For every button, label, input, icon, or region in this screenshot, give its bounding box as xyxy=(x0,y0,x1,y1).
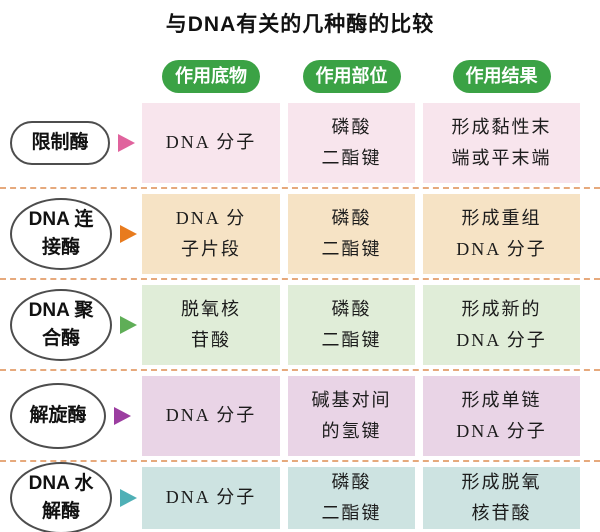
arrow-right-icon xyxy=(120,225,137,243)
table-row: DNA 连 接酶 DNA 分 子片段 磷酸 二酯键 形成重组 DNA 分子 xyxy=(0,194,600,274)
cell-result: 形成重组 DNA 分子 xyxy=(423,194,580,274)
cell-result: 形成黏性末 端或平末端 xyxy=(423,103,580,183)
enzyme-label-hydrolase: DNA 水 解酶 xyxy=(10,462,112,532)
row-separator xyxy=(0,187,600,189)
arrow-right-icon xyxy=(118,134,135,152)
cell-site: 碱基对间 的氢键 xyxy=(288,376,415,456)
enzyme-label-helicase: 解旋酶 xyxy=(10,383,106,449)
table-row: 限制酶 DNA 分子 磷酸 二酯键 形成黏性末 端或平末端 xyxy=(0,103,600,183)
cell-site: 磷酸 二酯键 xyxy=(288,103,415,183)
cell-site: 磷酸 二酯键 xyxy=(288,194,415,274)
cell-site: 磷酸 二酯键 xyxy=(288,285,415,365)
table-body: 限制酶 DNA 分子 磷酸 二酯键 形成黏性末 端或平末端 DNA 连 接酶 D… xyxy=(0,103,600,532)
table-row: DNA 水 解酶 DNA 分子 磷酸 二酯键 形成脱氧 核苷酸 xyxy=(0,462,600,532)
cell-result: 形成单链 DNA 分子 xyxy=(423,376,580,456)
cell-substrate: 脱氧核 苷酸 xyxy=(142,285,280,365)
page-title: 与DNA有关的几种酶的比较 xyxy=(165,13,435,36)
column-header-substrate: 作用底物 xyxy=(162,60,260,93)
enzyme-label-ligase: DNA 连 接酶 xyxy=(10,198,112,270)
cell-result: 形成新的 DNA 分子 xyxy=(423,285,580,365)
cell-substrate: DNA 分 子片段 xyxy=(142,194,280,274)
row-separator xyxy=(0,278,600,280)
cell-substrate: DNA 分子 xyxy=(142,467,280,529)
cell-site: 磷酸 二酯键 xyxy=(288,467,415,529)
cell-substrate: DNA 分子 xyxy=(142,103,280,183)
arrow-right-icon xyxy=(120,489,137,507)
table-row: DNA 聚 合酶 脱氧核 苷酸 磷酸 二酯键 形成新的 DNA 分子 xyxy=(0,285,600,365)
enzyme-label-restriction: 限制酶 xyxy=(10,121,110,165)
row-separator xyxy=(0,369,600,371)
cell-substrate: DNA 分子 xyxy=(142,376,280,456)
arrow-right-icon xyxy=(114,407,131,425)
cell-result: 形成脱氧 核苷酸 xyxy=(423,467,580,529)
enzyme-label-polymerase: DNA 聚 合酶 xyxy=(10,289,112,361)
row-separator xyxy=(0,460,600,462)
table-row: 解旋酶 DNA 分子 碱基对间 的氢键 形成单链 DNA 分子 xyxy=(0,376,600,456)
arrow-right-icon xyxy=(120,316,137,334)
column-header-row: 作用底物 作用部位 作用结果 xyxy=(0,60,600,93)
column-header-result: 作用结果 xyxy=(452,60,551,93)
column-header-site: 作用部位 xyxy=(302,60,401,93)
